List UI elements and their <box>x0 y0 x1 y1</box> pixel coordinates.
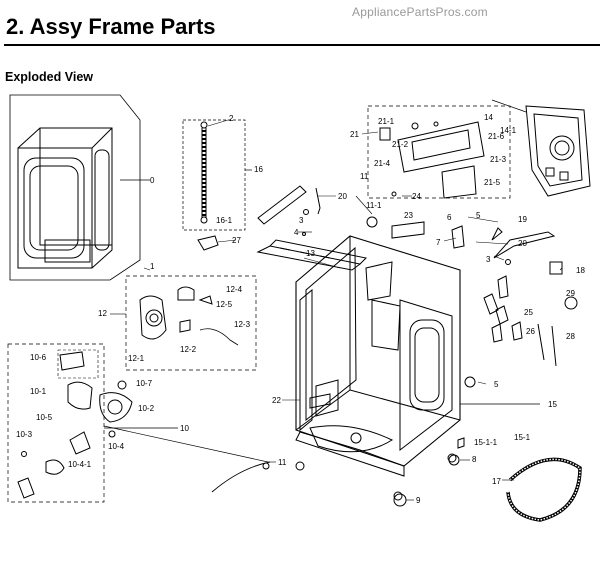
title-divider <box>4 44 600 46</box>
hose-drawing <box>182 119 252 251</box>
callout-12: 12 <box>98 309 107 318</box>
pump-assembly-drawing <box>125 275 257 371</box>
watermark: AppliancePartsPros.com <box>352 5 488 19</box>
callout-5b: 5 <box>494 380 499 389</box>
callout-4: 4 <box>294 228 299 237</box>
callout-15-1: 15-1 <box>514 433 531 442</box>
callout-2: 2 <box>229 114 234 123</box>
callout-12-5: 12-5 <box>216 300 233 309</box>
callout-7: 7 <box>436 238 441 247</box>
callout-21: 21 <box>350 130 359 139</box>
callout-11-1: 11-1 <box>366 201 382 210</box>
callout-19: 19 <box>518 215 527 224</box>
callout-10-5: 10-5 <box>36 413 53 422</box>
callout-20b: 20 <box>518 239 527 248</box>
control-panel-drawing <box>367 105 511 199</box>
callout-24: 24 <box>412 192 421 201</box>
section-title: Exploded View <box>5 70 93 84</box>
callout-29: 29 <box>566 289 575 298</box>
callout-1: 1 <box>150 262 155 271</box>
callout-15: 15 <box>548 400 557 409</box>
callout-10-6: 10-6 <box>30 353 47 362</box>
leader-lines <box>110 119 563 501</box>
callout-12-2: 12-2 <box>180 345 197 354</box>
callout-26: 26 <box>526 327 535 336</box>
callout-10: 10 <box>180 424 189 433</box>
callout-labels: 0 1 2 3 3 4 5 5 6 7 8 9 10 10-1 10-2 10-… <box>16 113 585 505</box>
callout-14-1: 14-1 <box>500 126 517 135</box>
assembled-cabinet-drawing <box>9 94 150 281</box>
top-panel-drawing <box>491 99 591 197</box>
callout-3b: 3 <box>486 255 491 264</box>
callout-27: 27 <box>232 236 241 245</box>
page-title: 2. Assy Frame Parts <box>6 14 216 39</box>
callout-10-4-1: 10-4-1 <box>68 460 92 469</box>
callout-16: 16 <box>254 165 263 174</box>
callout-9: 9 <box>416 496 421 505</box>
callout-21-4: 21-4 <box>374 159 391 168</box>
callout-21-3: 21-3 <box>490 155 507 164</box>
callout-0: 0 <box>150 176 155 185</box>
callout-28: 28 <box>566 332 575 341</box>
callout-10-1: 10-1 <box>30 387 47 396</box>
callout-17: 17 <box>492 477 501 486</box>
callout-13: 13 <box>306 249 315 258</box>
callout-22: 22 <box>272 396 281 405</box>
callout-21-2: 21-2 <box>392 140 409 149</box>
callout-21-6: 21-6 <box>488 132 505 141</box>
callout-15-1-1: 15-1-1 <box>474 438 498 447</box>
callout-11b: 11 <box>278 458 287 467</box>
main-cabinet-drawing <box>295 235 540 501</box>
callout-10-3: 10-3 <box>16 430 33 439</box>
callout-20a: 20 <box>338 192 347 201</box>
callout-10-2: 10-2 <box>138 404 155 413</box>
small-parts-drawing <box>211 185 582 522</box>
callout-12-4: 12-4 <box>226 285 243 294</box>
callout-21-1: 21-1 <box>378 117 395 126</box>
heater-assembly-drawing <box>7 343 269 503</box>
callout-14: 14 <box>484 113 493 122</box>
callout-8: 8 <box>472 455 477 464</box>
callout-12-1: 12-1 <box>128 354 145 363</box>
callout-18: 18 <box>576 266 585 275</box>
callout-3a: 3 <box>299 216 304 225</box>
callout-10-7: 10-7 <box>136 379 153 388</box>
callout-12-3: 12-3 <box>234 320 251 329</box>
callout-6: 6 <box>447 213 452 222</box>
callout-16-1: 16-1 <box>216 216 233 225</box>
callout-10-4: 10-4 <box>108 442 125 451</box>
callout-25: 25 <box>524 308 533 317</box>
callout-21-5: 21-5 <box>484 178 501 187</box>
callout-23: 23 <box>404 211 413 220</box>
callout-11a: 11 <box>360 172 369 181</box>
callout-5a: 5 <box>476 211 481 220</box>
